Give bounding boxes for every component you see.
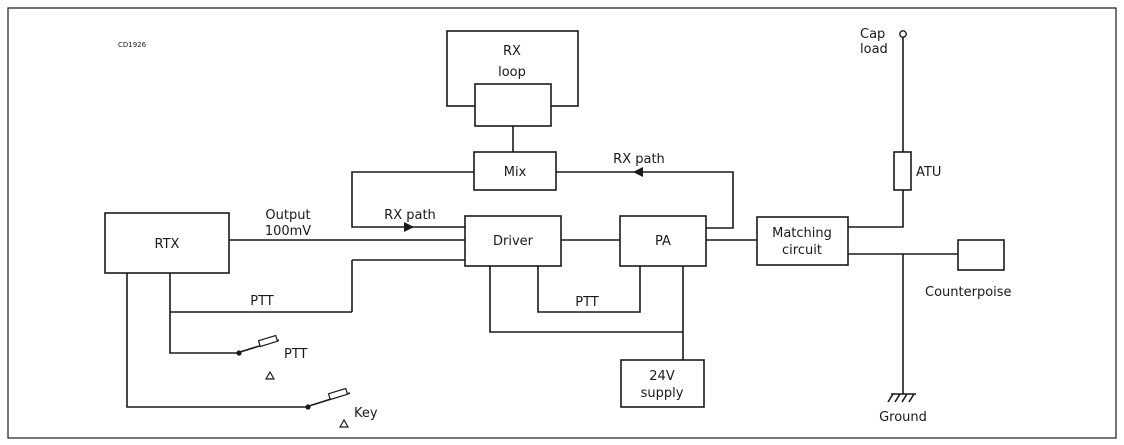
figure-code: CD1926 [118,41,147,49]
mix-label: Mix [504,165,527,180]
ground-icon [887,393,916,403]
output-label-line1: Output [265,208,310,223]
rtx-block [104,212,230,274]
cap-load-label-line1: Cap [860,27,885,42]
supply-label-line1: 24V [649,369,675,384]
counterpoise-element [957,239,1005,271]
rtx-label: RTX [155,237,180,252]
pa-label: PA [655,234,671,249]
rx-loop-label-line1: RX [503,44,521,59]
matching-label-line1: Matching [772,226,832,241]
ground-label: Ground [879,410,927,425]
matching-label-line2: circuit [782,243,822,258]
rx-path-label-upper: RX path [613,152,665,167]
driver-label: Driver [493,234,534,249]
ptt-label-rtx: PTT [250,294,274,309]
ptt-switch-icon [236,334,280,380]
arrow-icon [404,222,414,232]
figure-frame [7,7,1117,439]
supply-block [620,359,705,408]
atu-block [893,151,912,191]
rx-loop-label-line2: loop [498,65,526,80]
supply-label-line2: supply [641,386,684,401]
wiring [126,37,958,408]
rx-loop-coupler [474,83,552,127]
key-switch-icon [305,387,351,428]
atu-label: ATU [916,165,941,180]
counterpoise-label: Counterpoise [925,285,1012,300]
mix-block [473,151,557,191]
arrow-icon [633,167,643,177]
pa-block [619,215,707,267]
ptt-switch-label: PTT [284,347,308,362]
key-switch-label: Key [354,406,378,421]
driver-block [464,215,562,267]
output-label-line2: 100mV [265,224,311,239]
matching-circuit-block [756,216,849,266]
rx-path-label-lower: RX path [384,208,436,223]
ptt-label-pa: PTT [575,295,599,310]
cap-load-label-line2: load [860,42,888,57]
terminal-icon [899,30,907,38]
